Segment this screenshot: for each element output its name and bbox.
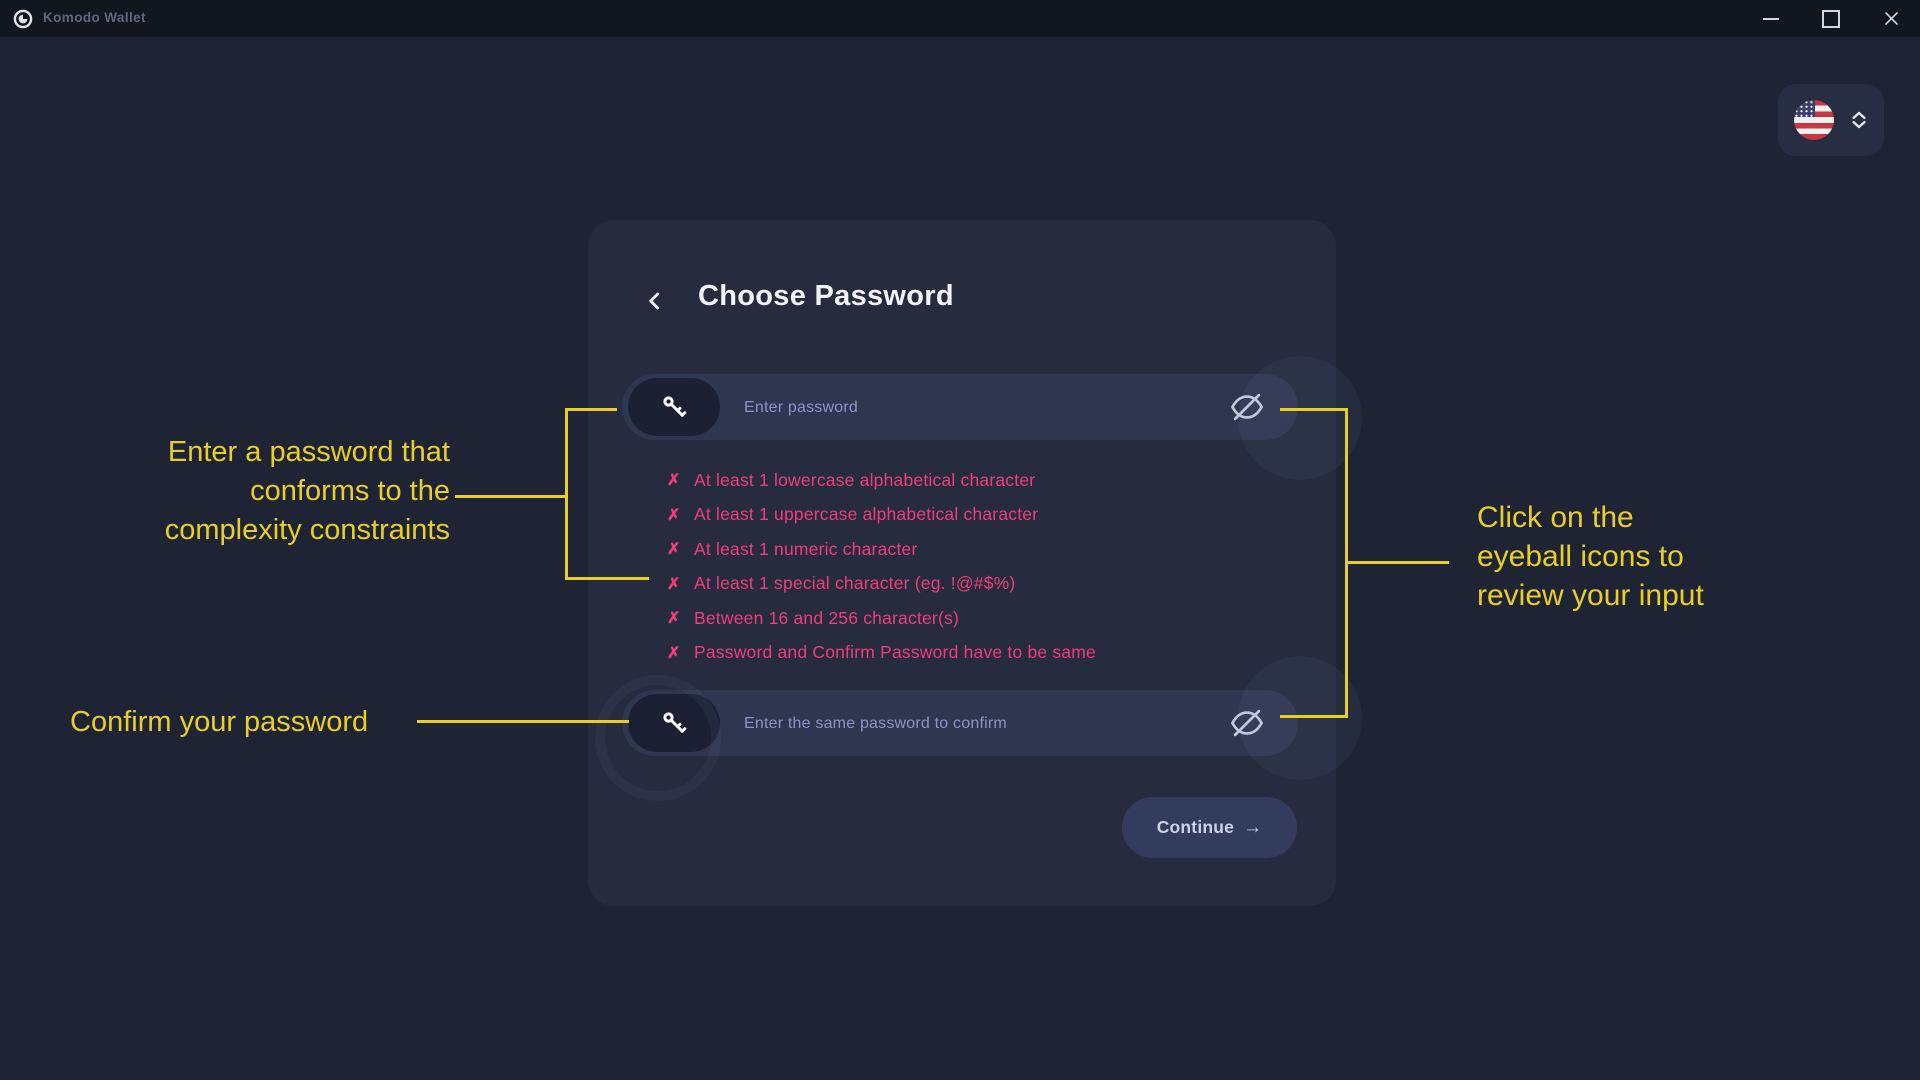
password-requirements-list: ✗At least 1 lowercase alphabetical chara… — [667, 463, 1096, 670]
titlebar: Komodo Wallet — [0, 0, 1920, 37]
cross-icon: ✗ — [667, 644, 681, 662]
requirement-lowercase: ✗At least 1 lowercase alphabetical chara… — [667, 469, 1036, 490]
annotation-line — [417, 720, 629, 723]
chevron-left-icon — [649, 292, 660, 310]
close-button[interactable] — [1869, 0, 1913, 37]
annotation-line — [1280, 408, 1348, 411]
cross-icon: ✗ — [667, 575, 681, 593]
cross-icon: ✗ — [667, 506, 681, 524]
annotation-password-note: Enter a password that conforms to the co… — [164, 436, 450, 546]
eye-off-icon — [1230, 393, 1264, 421]
annotation-line — [565, 408, 568, 580]
requirement-match: ✗Password and Confirm Password have to b… — [667, 642, 1096, 663]
key-icon — [628, 694, 720, 752]
confirm-password-input-container — [622, 690, 1298, 758]
continue-button[interactable]: Continue → — [1122, 797, 1297, 858]
chevron-up-down-icon — [1852, 111, 1866, 129]
password-visibility-toggle[interactable] — [1228, 388, 1266, 426]
eye-off-icon — [1230, 709, 1264, 737]
cross-icon: ✗ — [667, 472, 681, 490]
annotation-eyeball-note: Click on the eyeball icons to review you… — [1477, 501, 1704, 612]
continue-label: Continue — [1156, 817, 1235, 837]
back-button[interactable] — [638, 284, 672, 318]
annotation-line — [565, 408, 617, 411]
app-title: Komodo Wallet — [43, 10, 146, 25]
arrow-right-icon: → — [1243, 816, 1263, 838]
annotation-line — [455, 495, 567, 498]
annotation-line — [565, 577, 649, 580]
us-flag-icon — [1794, 100, 1834, 140]
key-icon — [628, 378, 720, 436]
password-input[interactable] — [742, 374, 1176, 442]
minimize-button[interactable] — [1749, 0, 1793, 37]
cross-icon: ✗ — [667, 541, 681, 559]
annotation-confirm-note: Confirm your password — [70, 706, 369, 738]
requirement-length: ✗Between 16 and 256 character(s) — [667, 607, 959, 628]
maximize-button[interactable] — [1809, 0, 1853, 37]
maximize-icon — [1822, 9, 1840, 28]
confirm-password-input[interactable] — [742, 690, 1176, 758]
komodo-logo-icon — [13, 9, 33, 29]
close-icon — [1884, 12, 1898, 25]
annotation-line — [1280, 715, 1348, 718]
language-selector[interactable] — [1778, 84, 1884, 156]
requirement-special: ✗At least 1 special character (eg. !@#$%… — [667, 573, 1016, 594]
minimize-icon — [1763, 17, 1779, 20]
confirm-visibility-toggle[interactable] — [1228, 704, 1266, 742]
password-input-container — [622, 374, 1298, 442]
cross-icon: ✗ — [667, 610, 681, 628]
page-title: Choose Password — [698, 280, 954, 312]
requirement-uppercase: ✗At least 1 uppercase alphabetical chara… — [667, 504, 1039, 525]
choose-password-card: Choose Password ✗At least 1 lowercase al… — [588, 220, 1336, 906]
annotation-line — [1345, 561, 1449, 564]
requirement-numeric: ✗At least 1 numeric character — [667, 538, 918, 559]
